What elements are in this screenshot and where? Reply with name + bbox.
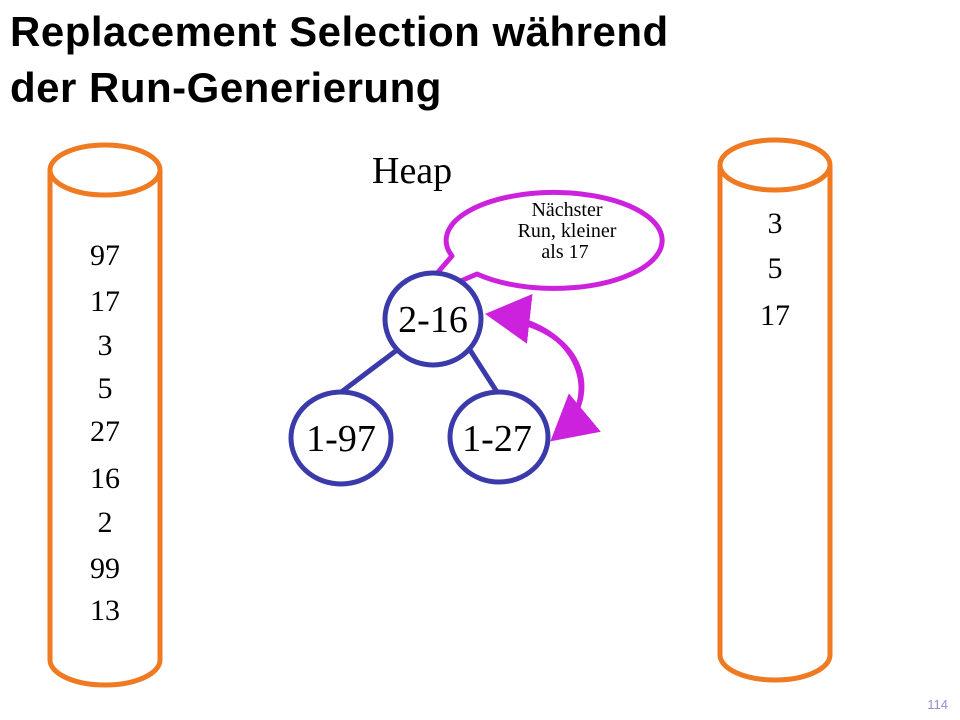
input-value: 5 xyxy=(98,372,113,405)
input-value: 17 xyxy=(90,285,120,318)
callout-shape xyxy=(409,189,665,305)
heap-node-right: 1-27 xyxy=(447,389,551,485)
callout-line: als 17 xyxy=(541,241,588,263)
callout-line: Run, kleiner xyxy=(518,220,617,242)
input-value: 99 xyxy=(90,552,120,585)
input-tape-top xyxy=(47,142,163,198)
output-value: 5 xyxy=(768,252,783,285)
title-line-2: der Run-Generierung xyxy=(10,64,442,111)
input-tape: 97 17 3 5 27 16 2 99 13 xyxy=(47,142,163,688)
input-value: 16 xyxy=(90,462,120,495)
slide-title: Replacement Selection während der Run-Ge… xyxy=(10,4,910,116)
input-value: 13 xyxy=(90,594,120,627)
edge-root-left xyxy=(338,348,399,395)
node-label-right: 1-27 xyxy=(462,418,532,460)
input-value: 97 xyxy=(90,239,120,272)
node-circle xyxy=(288,389,394,487)
output-value: 3 xyxy=(768,207,783,240)
output-tape-top xyxy=(717,137,833,193)
heap-label: Heap xyxy=(372,150,452,192)
swap-arrow-to-right xyxy=(499,315,601,442)
node-label-root: 2-16 xyxy=(398,299,468,341)
title-line-1: Replacement Selection während xyxy=(10,8,669,55)
output-tape: 3 5 17 xyxy=(717,137,833,683)
edge-root-right xyxy=(467,348,500,394)
input-value: 2 xyxy=(98,506,113,539)
input-value: 27 xyxy=(90,415,120,448)
heap-node-left: 1-97 xyxy=(288,389,394,487)
node-label-left: 1-97 xyxy=(306,418,376,460)
input-value: 3 xyxy=(98,329,113,362)
output-value: 17 xyxy=(760,299,790,332)
heap-node-root: 2-16 xyxy=(382,270,484,368)
callout-bubble: Nächster Run, kleiner als 17 xyxy=(409,189,665,305)
callout-line: Nächster xyxy=(531,199,602,221)
node-circle xyxy=(382,270,484,368)
node-circle xyxy=(447,389,551,485)
input-tape-body xyxy=(47,170,163,688)
page-number: 114 xyxy=(927,697,948,712)
output-tape-body xyxy=(717,165,833,683)
